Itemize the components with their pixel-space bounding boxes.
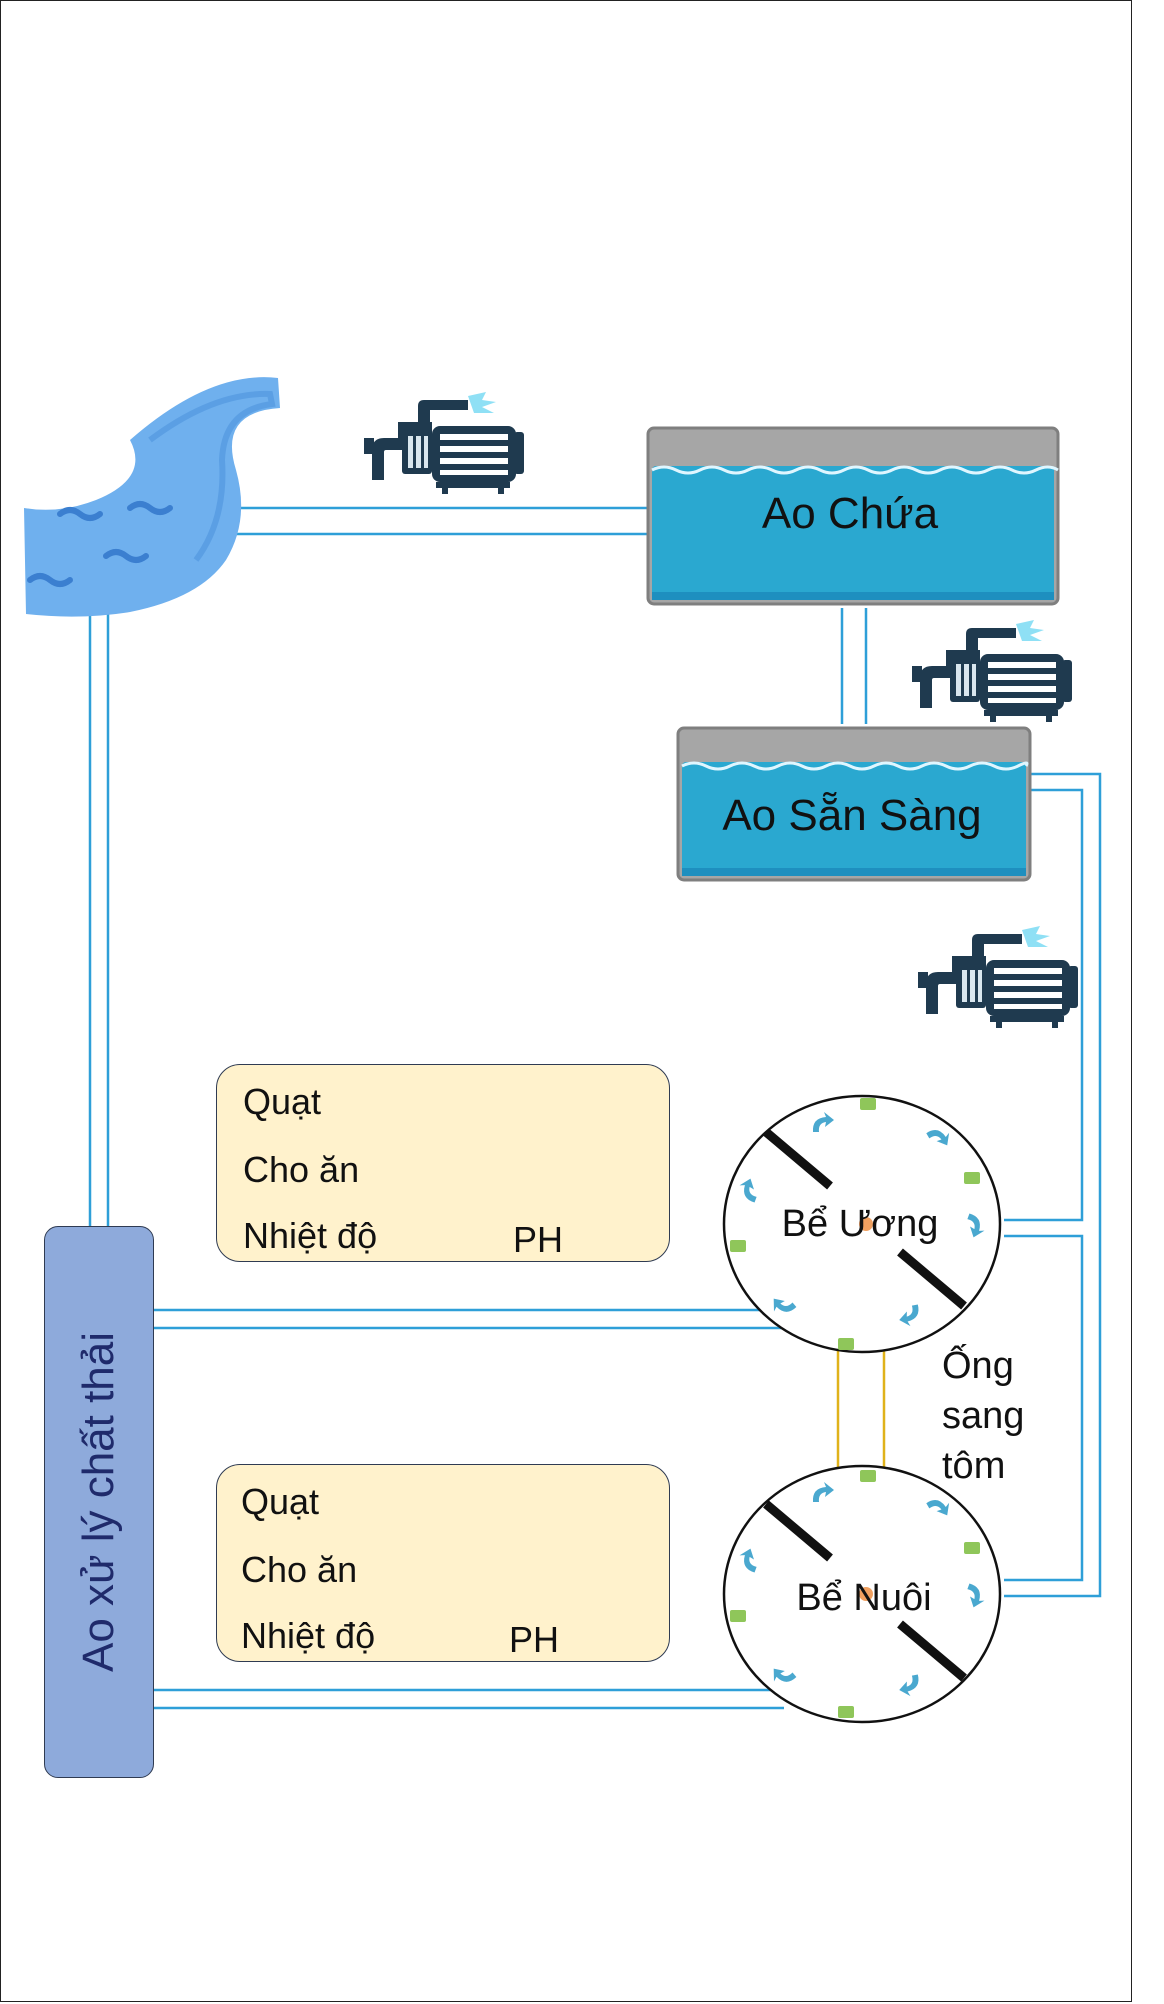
transfer-pipe-label-line3: tôm xyxy=(942,1445,1005,1487)
water-pump-icon xyxy=(918,926,1078,1028)
feed-label: Cho ăn xyxy=(241,1549,358,1590)
waste-treatment-pond-label: Ao xử lý chất thải xyxy=(74,1331,123,1673)
grow-tank xyxy=(722,1464,1002,1724)
fan-label: Quạt xyxy=(241,1481,320,1522)
nursery-tank-label: Bể Ương xyxy=(782,1203,939,1245)
nursery-control-panel: Quạt Cho ăn Nhiệt độ PH xyxy=(216,1064,670,1262)
feed-label: Cho ăn xyxy=(243,1149,360,1190)
storage-pond-label: Ao Chứa xyxy=(762,489,939,538)
ph-label: PH xyxy=(513,1219,564,1260)
waste-treatment-pond: Ao xử lý chất thải xyxy=(44,1226,154,1778)
water-pump-icon xyxy=(364,392,524,494)
pipe-ready-to-grow xyxy=(1004,772,1102,1598)
pipe-grow-feed xyxy=(1004,1234,1084,1582)
temperature-label: Nhiệt độ xyxy=(241,1615,376,1656)
pipes xyxy=(88,506,1102,1710)
ph-label: PH xyxy=(509,1619,560,1660)
grow-tank-label: Bể Nuôi xyxy=(796,1577,931,1619)
storage-pond xyxy=(646,426,1060,606)
pipe-ready-to-nursery xyxy=(1004,788,1084,1222)
ready-pond-label: Ao Sẵn Sàng xyxy=(722,791,981,840)
grow-control-panel: Quạt Cho ăn Nhiệt độ PH xyxy=(216,1464,670,1662)
pipe-nursery-to-waste xyxy=(154,1308,784,1330)
transfer-pipe-label-line2: sang xyxy=(942,1395,1024,1437)
water-pump-icon xyxy=(912,620,1072,722)
pipe-river-to-storage xyxy=(222,506,648,536)
ready-pond xyxy=(676,726,1032,882)
diagram-frame xyxy=(0,0,1132,2002)
pipe-storage-to-ready xyxy=(840,608,868,724)
shrimp-transfer-pipe xyxy=(836,1348,886,1470)
pipe-grow-to-waste xyxy=(154,1688,784,1710)
transfer-pipe-label-line1: Ống xyxy=(942,1342,1014,1387)
temperature-label: Nhiệt độ xyxy=(243,1215,378,1256)
river-icon xyxy=(24,377,280,617)
fan-label: Quạt xyxy=(243,1081,322,1122)
nursery-tank xyxy=(722,1094,1002,1354)
pipe-river-to-waste xyxy=(88,602,110,1226)
